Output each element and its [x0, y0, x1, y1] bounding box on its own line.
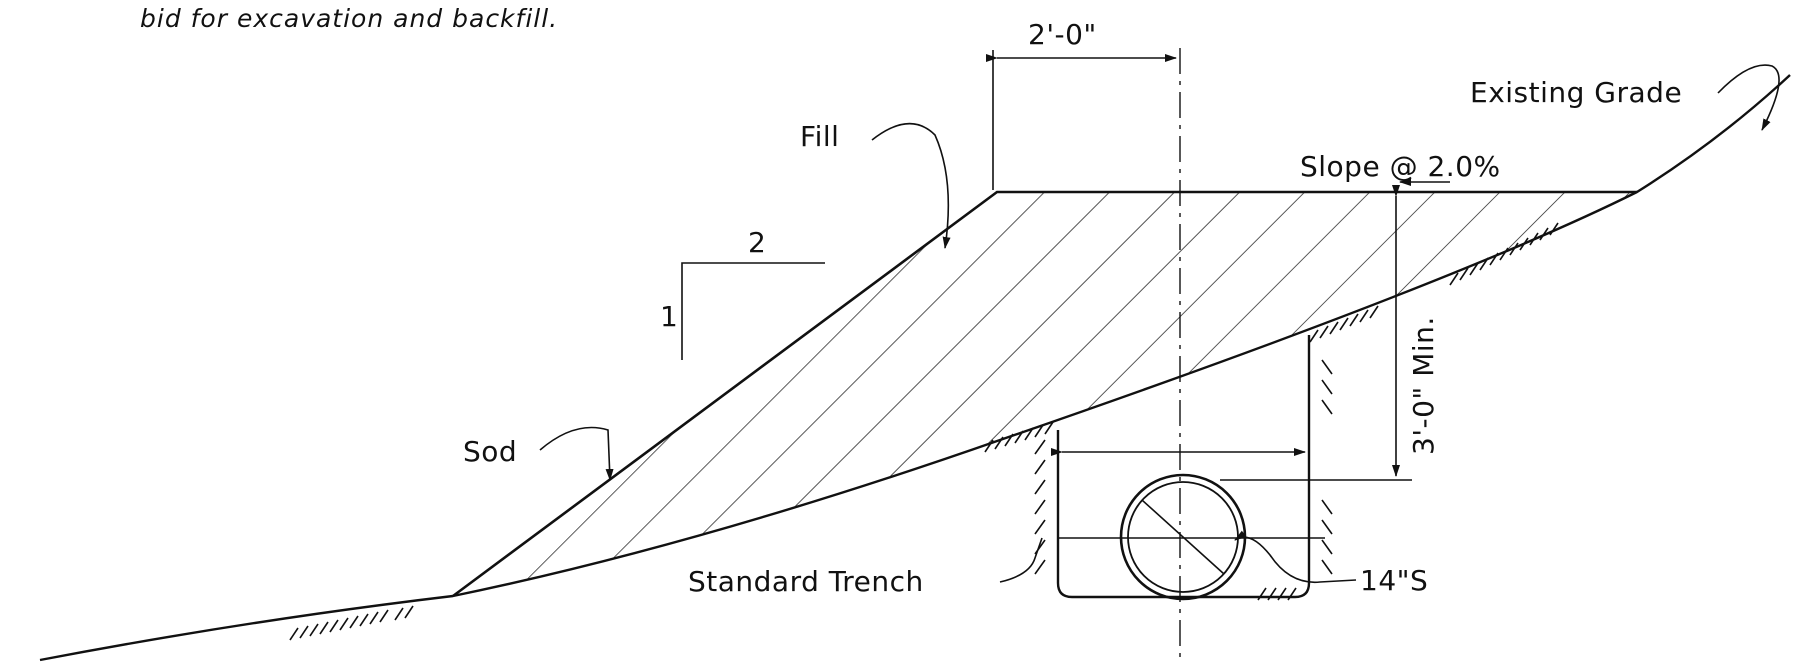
pipe-label: 14"S [1360, 564, 1428, 597]
slope-run-label: 2 [748, 226, 766, 259]
sod-leader [539, 426, 614, 481]
standard-trench-leader [999, 537, 1043, 583]
dim-top-label: 2'-0" [1028, 18, 1097, 51]
min-cover-label: 3'-0" Min. [1407, 316, 1440, 455]
existing-grade-leader [1717, 64, 1780, 131]
cover-dimension [1220, 185, 1412, 481]
existing-grade-line [39, 74, 1791, 662]
fill-hatch-region [453, 192, 1637, 596]
slope-rise-label: 1 [660, 300, 678, 333]
sod-label: Sod [463, 435, 517, 468]
embankment-outline [452, 190, 1637, 598]
pipe-leader [1234, 530, 1357, 584]
fill-label: Fill [800, 120, 839, 153]
pipe-14in [1119, 473, 1247, 601]
top-dimension [986, 50, 1177, 190]
existing-grade-label: Existing Grade [1470, 76, 1682, 109]
slope-ratio-mark [681, 262, 825, 360]
standard-trench-label: Standard Trench [688, 565, 924, 598]
note-text: bid for excavation and backfill. [140, 4, 558, 33]
fill-leader [871, 122, 951, 249]
standard-trench [1034, 335, 1333, 599]
ground-tufts [289, 222, 1559, 641]
slope-label: Slope @ 2.0% [1300, 150, 1501, 183]
